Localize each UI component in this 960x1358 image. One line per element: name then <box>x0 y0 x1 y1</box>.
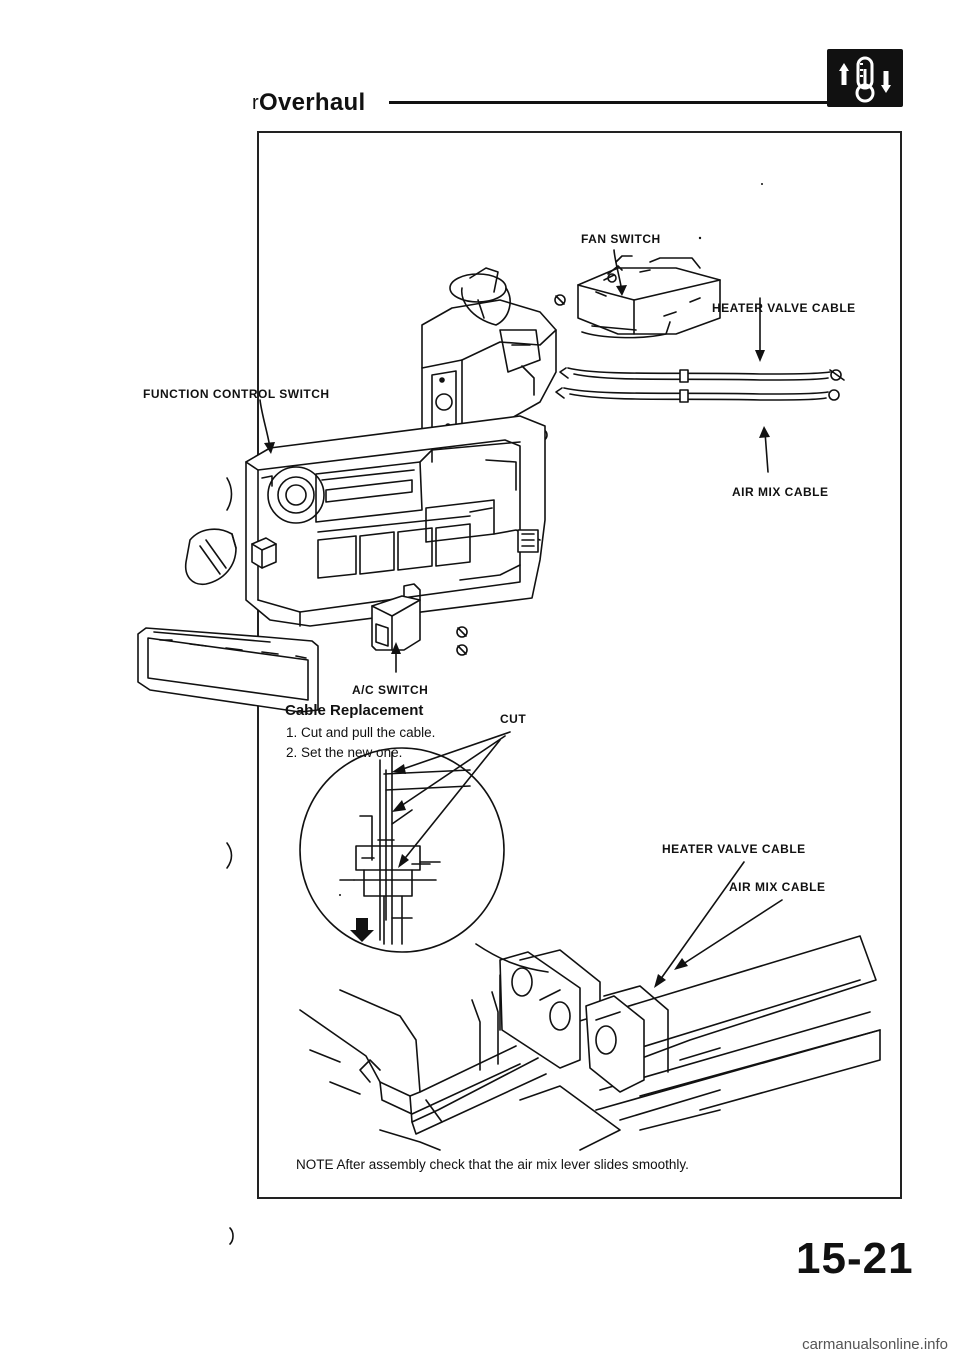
content-frame-right <box>900 131 902 1199</box>
thermometer-arrows-icon <box>839 56 891 103</box>
knob-icon <box>184 528 237 586</box>
label-heater-valve-cable: HEATER VALVE CABLE <box>712 301 856 315</box>
label-fan-switch: FAN SWITCH <box>581 232 661 246</box>
air-mix-cable <box>555 387 840 403</box>
label-air-mix-cable-detail: AIR MIX CABLE <box>729 880 826 894</box>
note-text: NOTE After assembly check that the air m… <box>296 1157 689 1172</box>
cable-clamp-assembly <box>299 935 881 1151</box>
ac-switch-part <box>371 583 421 651</box>
page-number: 15-21 <box>796 1234 914 1283</box>
cable-replacement-title: Cable Replacement <box>285 702 424 719</box>
label-air-mix-cable: AIR MIX CABLE <box>732 485 829 499</box>
page-title: Overhaul <box>259 89 366 116</box>
footer-bar <box>0 1331 960 1358</box>
header-rule <box>389 101 827 104</box>
step-2: 2. Set the new one. <box>286 745 403 760</box>
detail-circle <box>299 747 505 953</box>
margin-mark <box>226 842 233 869</box>
label-cut: CUT <box>500 712 527 726</box>
label-ac-switch: A/C SWITCH <box>352 683 429 697</box>
heater-valve-cable <box>559 367 845 383</box>
small-button-icon <box>251 537 277 569</box>
label-function-control-switch: FUNCTION CONTROL SWITCH <box>143 387 330 401</box>
control-panel <box>245 415 546 627</box>
section-badge <box>827 49 903 107</box>
face-plate <box>137 627 319 713</box>
margin-mark <box>226 477 233 511</box>
fan-switch-assembly <box>421 267 557 439</box>
step-1: 1. Cut and pull the cable. <box>286 725 436 740</box>
fan-switch-bracket <box>577 255 721 339</box>
cut-leader-lines <box>397 731 511 863</box>
leader-lines-bottom <box>475 861 783 981</box>
margin-mark <box>229 1227 234 1245</box>
header-mark: r <box>252 92 259 114</box>
footer-watermark: carmanualsonline.info <box>802 1336 948 1353</box>
label-heater-valve-cable-detail: HEATER VALVE CABLE <box>662 842 806 856</box>
